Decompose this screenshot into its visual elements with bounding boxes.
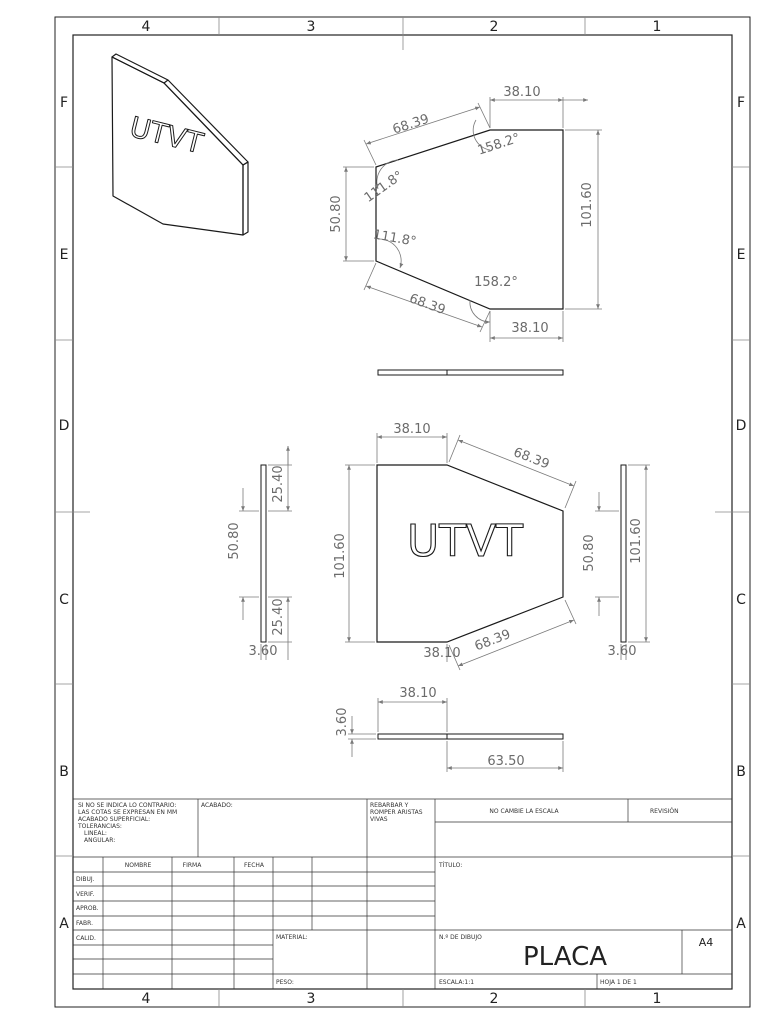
front-dim-bottom-slant: 68.39	[473, 627, 513, 654]
left-dim-total: 50.80	[227, 522, 242, 559]
zone-row-a-left: A	[59, 916, 69, 932]
zone-row-d-right: D	[736, 418, 747, 434]
left-dim-lower: 25.40	[271, 598, 286, 635]
zone-row-e-right: E	[737, 247, 746, 263]
bottom-dim-thickness: 3.60	[335, 708, 350, 737]
zone-row-a-right: A	[736, 916, 746, 932]
zone-row-c-left: C	[59, 592, 69, 608]
zone-col-4-bottom: 4	[142, 991, 151, 1007]
zone-labels: 4 3 2 1 4 3 2 1 F E D C B A F E D C B A	[59, 19, 747, 1007]
zone-col-2-bottom: 2	[490, 991, 499, 1007]
drawing-name: PLACA	[523, 942, 607, 972]
top-dim-left-edge: 50.80	[329, 195, 344, 232]
zone-row-e-left: E	[60, 247, 69, 263]
note-line-3: ACABADO SUPERFICIAL:	[78, 816, 150, 823]
note-line-5: LINEAL:	[84, 830, 107, 837]
top-dim-bottom-slant: 68.39	[407, 291, 447, 318]
top-dim-top-width: 38.10	[503, 85, 540, 100]
front-engraving-text: UTVT	[407, 516, 523, 567]
note-line-4: TOLERANCIAS:	[77, 823, 122, 830]
numero-dibujo-label: N.º DE DIBUJO	[439, 934, 482, 941]
front-dim-top-slant: 68.39	[511, 445, 551, 472]
front-dim-bottom-width: 38.10	[423, 646, 460, 661]
top-edge-view	[377, 369, 564, 376]
right-side-view: 50.80 101.60 3.60	[582, 464, 650, 660]
no-cambie-escala: NO CAMBIE LA ESCALA	[489, 808, 559, 815]
bottom-dim-top: 38.10	[399, 686, 436, 701]
zone-col-1-bottom: 1	[653, 991, 662, 1007]
note-line-6: ANGULAR:	[84, 837, 115, 844]
left-side-view: 25.40 50.80 25.40 3.60	[227, 446, 292, 660]
zone-col-3-bottom: 3	[307, 991, 316, 1007]
front-dim-height: 101.60	[333, 533, 348, 579]
top-dim-bottom-angle-right: 158.2°	[474, 275, 518, 290]
zone-col-3-top: 3	[307, 19, 316, 35]
zone-row-b-right: B	[736, 764, 746, 780]
zone-col-4-top: 4	[142, 19, 151, 35]
role-dibuj: DIBUJ.	[76, 876, 95, 883]
zone-col-1-top: 1	[653, 19, 662, 35]
role-calid: CALID.	[76, 935, 96, 942]
top-dim-angle-right: 158.2°	[476, 131, 522, 159]
left-dim-thickness: 3.60	[249, 644, 278, 659]
isometric-view: UTVT	[111, 53, 249, 236]
role-aprob: APROB.	[76, 905, 99, 912]
acabado-label: ACABADO:	[201, 802, 233, 809]
header-firma: FIRMA	[183, 862, 203, 869]
top-dim-right-edge: 101.60	[580, 182, 595, 228]
bottom-edge-view: 38.10 3.60 63.50	[335, 686, 564, 772]
zone-row-f-right: F	[737, 95, 745, 111]
header-nombre: NOMBRE	[125, 862, 152, 869]
sheet-size: A4	[699, 936, 714, 949]
zone-row-c-right: C	[736, 592, 746, 608]
top-dim-top-slant: 68.39	[391, 112, 431, 138]
top-dim-bottom-width: 38.10	[511, 321, 548, 336]
right-dim-outer: 101.60	[629, 518, 644, 564]
bottom-dim-bottom: 63.50	[487, 754, 524, 769]
zone-row-b-left: B	[59, 764, 69, 780]
zone-col-2-top: 2	[490, 19, 499, 35]
zone-row-d-left: D	[59, 418, 70, 434]
role-fabr: FABR.	[76, 920, 93, 927]
front-dim-top-width: 38.10	[393, 422, 430, 437]
top-dim-bottom-angle-left: 111.8°	[372, 227, 418, 249]
header-fecha: FECHA	[244, 862, 265, 869]
left-dim-upper: 25.40	[271, 465, 286, 502]
sheet-frame	[54, 16, 751, 1008]
escala-label: ESCALA:1:1	[439, 979, 474, 986]
zone-row-f-left: F	[60, 95, 68, 111]
iso-engraving-text: UTVT	[127, 110, 208, 160]
rebarbar-line-2: ROMPER ARISTAS	[370, 809, 423, 816]
note-line-2: LAS COTAS SE EXPRESAN EN MM	[78, 809, 177, 816]
front-view: UTVT 38.10 68.39 101.60 38.10 68.39	[333, 422, 577, 671]
top-view: 38.10 68.39 158.2° 111.8° 50.80 101.60 1…	[329, 85, 602, 342]
top-dim-angle-left: 111.8°	[362, 168, 406, 205]
hoja-label: HOJA 1 DE 1	[600, 979, 637, 986]
right-dim-thickness: 3.60	[608, 644, 637, 659]
titulo-label: TÍTULO:	[438, 862, 462, 869]
note-line-1: SI NO SE INDICA LO CONTRARIO:	[78, 802, 176, 809]
right-dim-inner: 50.80	[582, 534, 597, 571]
role-verif: VERIF.	[76, 891, 94, 898]
rebarbar-line-1: REBARBAR Y	[370, 802, 409, 809]
rebarbar-line-3: VIVAS	[370, 816, 388, 823]
title-block: SI NO SE INDICA LO CONTRARIO: LAS COTAS …	[73, 798, 732, 989]
peso-label: PESO:	[276, 979, 294, 986]
material-label: MATERIAL:	[276, 934, 308, 941]
revision-label: REVISIÓN	[650, 808, 679, 815]
